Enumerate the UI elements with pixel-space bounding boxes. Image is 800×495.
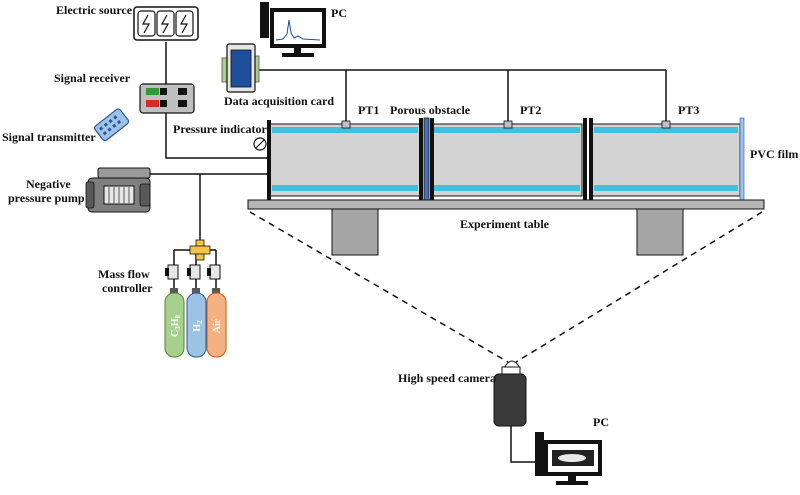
label-pc-bottom: PC xyxy=(593,415,609,429)
label-pt3: PT3 xyxy=(678,103,699,117)
label-electric-source: Electric source xyxy=(56,3,133,17)
lightning-icon xyxy=(141,14,151,34)
wire-receiver-igniter xyxy=(165,110,268,159)
label-pressure-indicator: Pressure indicator xyxy=(173,122,268,136)
pressure-transducer-pt3 xyxy=(661,120,671,129)
signal-waveform-icon xyxy=(275,19,321,41)
label-experiment-table: Experiment table xyxy=(460,217,550,231)
label-pt1: PT1 xyxy=(358,103,379,117)
high-speed-camera xyxy=(493,360,527,427)
label-signal-receiver: Signal receiver xyxy=(54,71,131,85)
camera-view-lines xyxy=(249,211,763,363)
porous-obstacle xyxy=(423,117,430,203)
experiment-table xyxy=(247,199,765,256)
pc-bottom xyxy=(535,432,602,485)
label-negative-pump-line1: Negative xyxy=(26,177,71,191)
label-porous-obstacle: Porous obstacle xyxy=(390,103,471,117)
svg-text:H2: H2 xyxy=(192,320,204,332)
cylinder-air: Air xyxy=(206,288,227,358)
label-mass-flow-line1: Mass flow xyxy=(98,267,150,281)
label-mass-flow-line2: controller xyxy=(102,281,153,295)
lightning-icon xyxy=(179,14,189,34)
label-high-speed-camera: High speed camera xyxy=(398,371,496,385)
mass-flow-controllers xyxy=(165,264,221,280)
svg-text:C3H8: C3H8 xyxy=(170,314,182,337)
negative-pressure-pump xyxy=(85,167,151,213)
signal-receiver xyxy=(139,83,195,114)
flame-image-icon xyxy=(558,454,586,462)
pressure-transducer-pt1 xyxy=(341,120,351,129)
svg-text:Air: Air xyxy=(212,318,223,333)
label-pc-top: PC xyxy=(331,6,347,20)
label-signal-transmitter: Signal transmitter xyxy=(2,130,96,144)
label-pvc-film: PVC film xyxy=(750,147,798,161)
gas-manifold xyxy=(189,239,211,261)
data-acquisition-card xyxy=(221,43,260,93)
cylinder-c3h8: C3H8 xyxy=(164,288,185,358)
pressure-transducer-pt2 xyxy=(503,120,513,129)
electric-source xyxy=(133,6,199,41)
pressure-indicator xyxy=(253,137,267,151)
wire-camera-pc xyxy=(510,426,540,463)
lightning-icon xyxy=(160,14,170,34)
signal-transmitter xyxy=(94,108,130,142)
label-pt2: PT2 xyxy=(520,103,541,117)
explosion-tube xyxy=(267,117,745,203)
pvc-film xyxy=(739,117,745,203)
pc-top xyxy=(260,2,326,57)
label-negative-pump-line2: pressure pump xyxy=(8,191,85,205)
label-data-acquisition-card: Data acquisition card xyxy=(224,94,334,108)
cylinder-h2: H2 xyxy=(186,288,207,358)
